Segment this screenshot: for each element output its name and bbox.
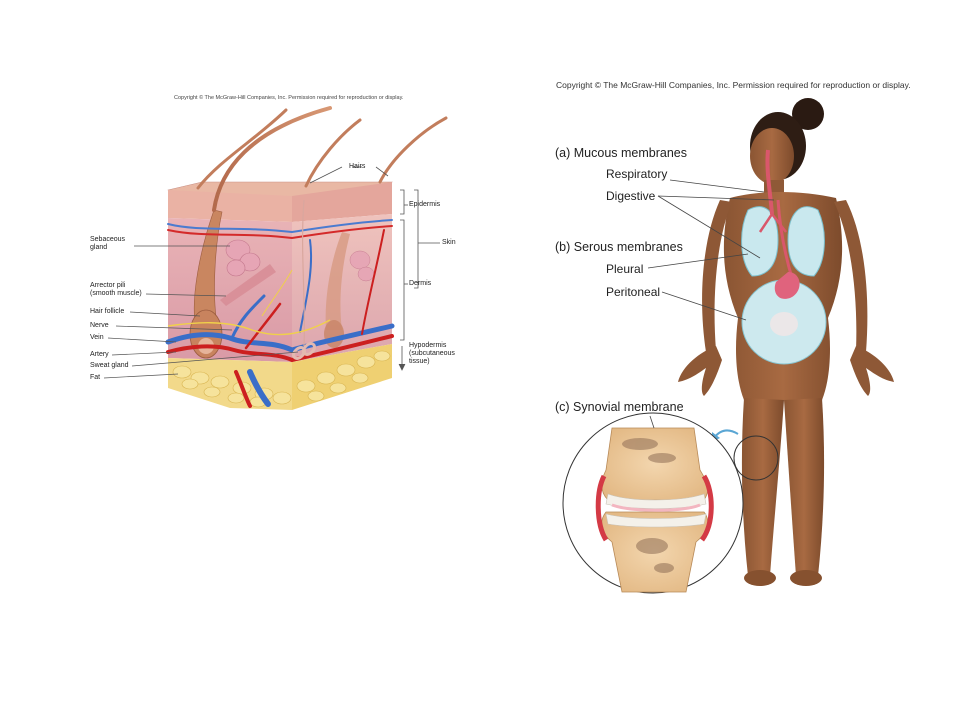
label-fat: Fat [90,374,101,381]
label-hypodermis-line1: Hypodermis [409,342,447,349]
label-skin: Skin [442,239,456,246]
label-sweat-gland: Sweat gland [90,362,129,369]
skin-figure-copyright: Copyright © The McGraw-Hill Companies, I… [174,95,404,101]
label-vein: Vein [90,334,104,341]
label-arrector-pili-line2: (smooth muscle) [90,290,142,297]
heading-mucous-membranes: (a) Mucous membranes [555,146,687,160]
label-hairs: Hairs [349,163,366,170]
label-peritoneal: Peritoneal [606,285,661,299]
label-nerve: Nerve [90,322,109,329]
label-sebaceous-gland-line1: Sebaceous [90,236,126,243]
heading-synovial-membrane: (c) Synovial membrane [555,400,684,414]
label-pleural: Pleural [606,262,644,276]
label-arrector-pili-line1: Arrector pili [90,282,126,289]
label-dermis: Dermis [409,280,432,287]
label-sebaceous-gland-line2: gland [90,244,108,251]
membranes-figure-copyright: Copyright © The McGraw-Hill Companies, I… [556,80,911,90]
label-artery: Artery [90,351,109,358]
label-hypodermis-line3: tissue) [409,358,430,365]
label-hypodermis-line2: (subcutaneous [409,350,455,357]
label-respiratory: Respiratory [606,167,668,181]
heading-serous-membranes: (b) Serous membranes [555,240,683,254]
label-digestive: Digestive [606,189,656,203]
label-hair-follicle: Hair follicle [90,308,125,315]
label-epidermis: Epidermis [409,201,441,208]
